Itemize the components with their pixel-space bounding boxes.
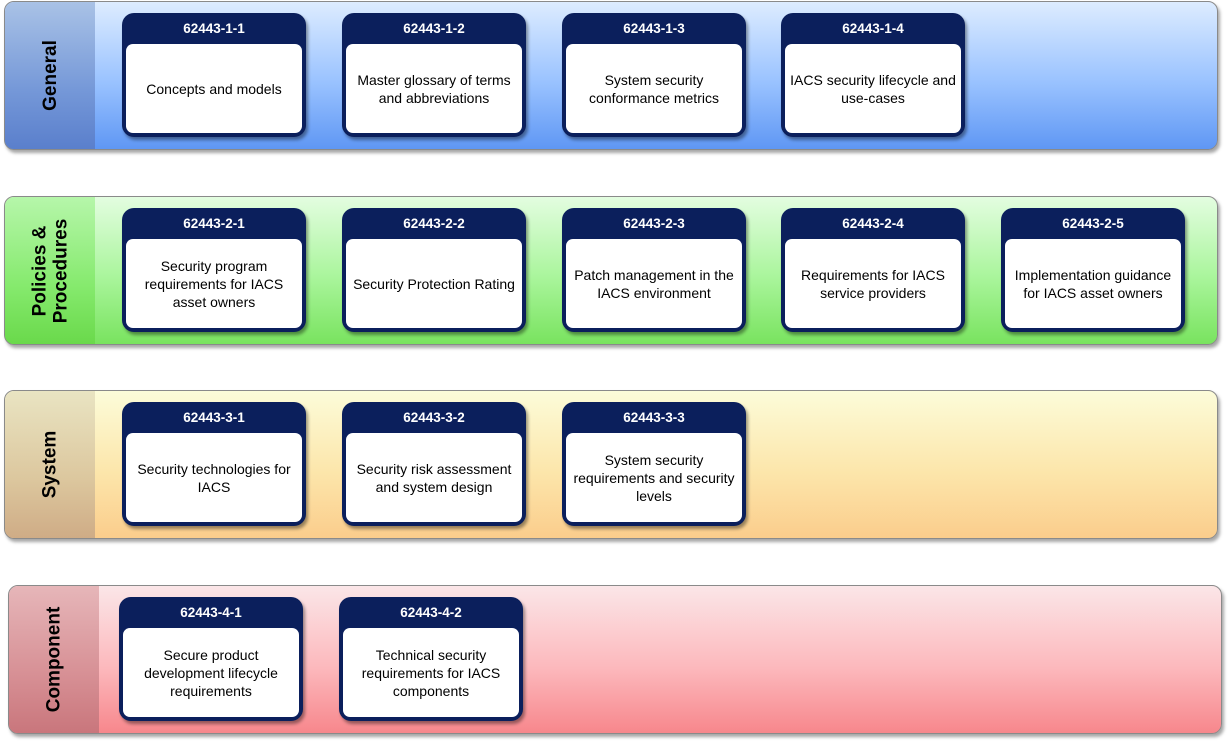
band-title: System	[39, 430, 61, 499]
standard-card-62443-3-3: 62443-3-3 System security requirements a…	[562, 402, 746, 526]
card-id: 62443-1-1	[183, 21, 245, 36]
standard-card-62443-1-2: 62443-1-2 Master glossary of terms and a…	[342, 13, 526, 137]
card-id: 62443-2-5	[1062, 216, 1124, 231]
standard-card-62443-1-1: 62443-1-1 Concepts and models	[122, 13, 306, 137]
card-title: Security program requirements for IACS a…	[126, 239, 302, 328]
card-title: Implementation guidance for IACS asset o…	[1005, 239, 1181, 328]
card-title: System security requirements and securit…	[566, 433, 742, 522]
card-title: Patch management in the IACS environment	[566, 239, 742, 328]
card-title: Security risk assessment and system desi…	[346, 433, 522, 522]
card-title: Requirements for IACS service providers	[785, 239, 961, 328]
card-id: 62443-2-2	[403, 216, 465, 231]
standard-card-62443-1-3: 62443-1-3 System security conformance me…	[562, 13, 746, 137]
card-title: Master glossary of terms and abbreviatio…	[346, 44, 522, 133]
band-label-general: General	[5, 2, 95, 149]
band-label-component: Component	[9, 586, 99, 733]
card-id: 62443-1-2	[403, 21, 465, 36]
card-id: 62443-3-2	[403, 410, 465, 425]
standard-card-62443-2-4: 62443-2-4 Requirements for IACS service …	[781, 208, 965, 332]
card-id: 62443-4-2	[400, 605, 462, 620]
card-title: Secure product development lifecycle req…	[123, 628, 299, 717]
card-id: 62443-2-3	[623, 216, 685, 231]
standard-card-62443-3-1: 62443-3-1 Security technologies for IACS	[122, 402, 306, 526]
band-title: General	[39, 40, 61, 111]
card-id: 62443-2-1	[183, 216, 245, 231]
card-id: 62443-1-3	[623, 21, 685, 36]
card-title: Technical security requirements for IACS…	[343, 628, 519, 717]
card-id: 62443-1-4	[842, 21, 904, 36]
band-title: Component	[43, 606, 65, 713]
card-id: 62443-3-1	[183, 410, 245, 425]
card-title: Security Protection Rating	[346, 239, 522, 328]
card-id: 62443-4-1	[180, 605, 242, 620]
standard-card-62443-2-5: 62443-2-5 Implementation guidance for IA…	[1001, 208, 1185, 332]
card-id: 62443-2-4	[842, 216, 904, 231]
standard-card-62443-3-2: 62443-3-2 Security risk assessment and s…	[342, 402, 526, 526]
standard-card-62443-1-4: 62443-1-4 IACS security lifecycle and us…	[781, 13, 965, 137]
standard-card-62443-2-2: 62443-2-2 Security Protection Rating	[342, 208, 526, 332]
band-title: Policies & Procedures	[29, 218, 72, 323]
card-title: Concepts and models	[126, 44, 302, 133]
band-label-policies-procedures: Policies & Procedures	[5, 197, 95, 344]
card-title: IACS security lifecycle and use-cases	[785, 44, 961, 133]
card-title: Security technologies for IACS	[126, 433, 302, 522]
standard-card-62443-4-1: 62443-4-1 Secure product development lif…	[119, 597, 303, 721]
standard-card-62443-2-1: 62443-2-1 Security program requirements …	[122, 208, 306, 332]
band-label-system: System	[5, 391, 95, 538]
standard-card-62443-4-2: 62443-4-2 Technical security requirement…	[339, 597, 523, 721]
card-title: System security conformance metrics	[566, 44, 742, 133]
card-id: 62443-3-3	[623, 410, 685, 425]
standard-card-62443-2-3: 62443-2-3 Patch management in the IACS e…	[562, 208, 746, 332]
